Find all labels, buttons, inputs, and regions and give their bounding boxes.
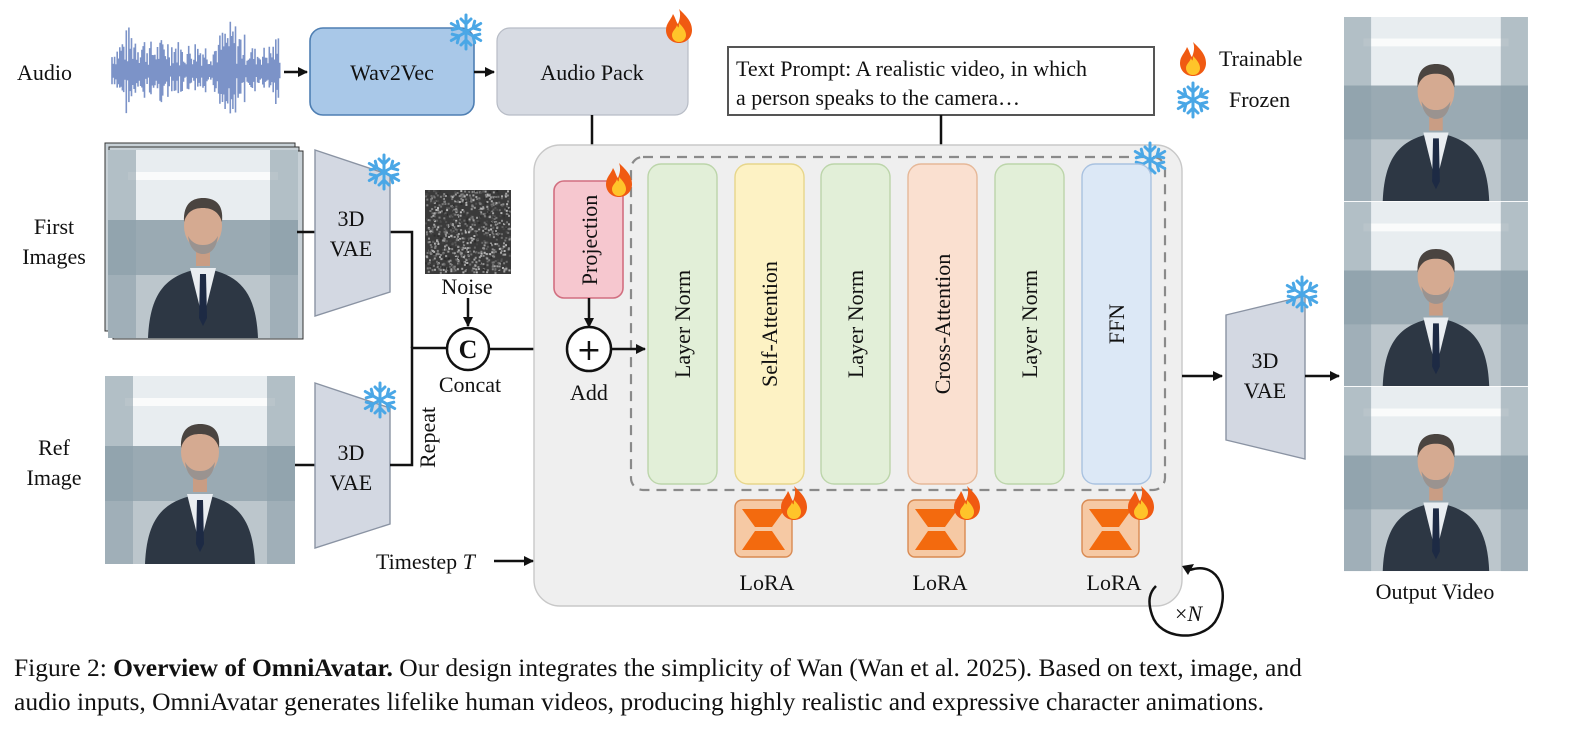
lora-label-2: LoRA <box>913 570 968 595</box>
vae-decoder-line1: 3D <box>1252 348 1279 373</box>
add-label: Add <box>570 380 608 405</box>
lora-ffn <box>1081 486 1154 558</box>
figure-caption: Figure 2: Overview of OmniAvatar. Our de… <box>14 651 1574 719</box>
legend-trainable: Trainable <box>1219 46 1303 71</box>
audio-label: Audio <box>17 60 72 85</box>
lora-label-1: LoRA <box>740 570 795 595</box>
ref-image-person-photo <box>105 376 295 564</box>
first-images-stack <box>104 142 304 340</box>
layer-norm-1-label: Layer Norm <box>670 270 695 378</box>
lora-self-attention <box>734 486 807 558</box>
frozen-layers-group <box>629 155 1167 492</box>
legend-frozen: Frozen <box>1229 87 1290 112</box>
caption-prefix: Figure 2: <box>14 653 114 682</box>
ffn-box <box>1081 163 1152 485</box>
noise-texture <box>425 190 511 274</box>
legend-trainable-flame-icon <box>1180 42 1206 76</box>
add-symbol: + <box>576 333 601 368</box>
repeat-loop-arrow <box>1148 567 1224 637</box>
lora-cross-attention <box>907 486 980 558</box>
text-prompt-line1: Text Prompt: A realistic video, in which <box>736 56 1087 81</box>
layer-norm-3-box <box>994 163 1065 485</box>
projection-label: Projection <box>577 195 602 285</box>
vae-decoder <box>1225 295 1306 460</box>
caption-title: Overview of OmniAvatar. <box>113 653 393 682</box>
omniavatar-diagram: Audio Wav2Vec Audio Pack Text Prompt: A … <box>17 9 1528 637</box>
self-attention-box <box>734 163 805 485</box>
legend-frozen-snowflake-icon <box>1176 81 1210 119</box>
audio-pack-label: Audio Pack <box>540 60 643 85</box>
noise-label: Noise <box>441 274 492 299</box>
first-images-label-2: Images <box>22 244 86 269</box>
vae-decoder-line2: VAE <box>1244 378 1286 403</box>
layer-norm-2-label: Layer Norm <box>843 270 868 378</box>
output-video-frames <box>1344 17 1528 572</box>
vae-encoder-first-line1: 3D <box>338 206 365 231</box>
ffn-label: FFN <box>1104 304 1129 344</box>
output-video-label: Output Video <box>1376 579 1495 604</box>
caption-line2: audio inputs, OmniAvatar generates lifel… <box>14 687 1265 716</box>
first-images-label-1: First <box>34 214 74 239</box>
cross-attention-box <box>907 163 978 485</box>
repeat-label: Repeat <box>415 407 440 468</box>
wav2vec-label: Wav2Vec <box>350 60 434 85</box>
timestep-label: Timestep T <box>376 549 477 574</box>
text-prompt-line2: a person speaks to the camera… <box>736 85 1020 110</box>
vae-encoder-first <box>314 149 391 317</box>
vae-encoder-ref-line2: VAE <box>330 470 372 495</box>
ref-image-label-1: Ref <box>38 435 70 460</box>
vae-encoder-first-line2: VAE <box>330 236 372 261</box>
text-prompt-box <box>727 46 1155 116</box>
vae-encoder-ref-line1: 3D <box>338 440 365 465</box>
concat-symbol: C <box>459 335 478 364</box>
times-n-label: ×N <box>1175 601 1203 626</box>
lora-label-3: LoRA <box>1087 570 1142 595</box>
audio-pack-trainable-flame-icon <box>666 9 692 43</box>
output-frame-2-photo <box>1344 202 1528 387</box>
layer-norm-3-label: Layer Norm <box>1017 270 1042 378</box>
ref-image-label-2: Image <box>27 465 82 490</box>
layer-norm-1-box <box>647 163 718 485</box>
caption-line1: Our design integrates the simplicity of … <box>392 653 1302 682</box>
output-frame-1-photo <box>1344 17 1528 202</box>
first-image-person-photo <box>108 150 298 338</box>
layer-norm-2-box <box>820 163 891 485</box>
output-frame-3-photo <box>1344 387 1528 572</box>
concat-label: Concat <box>439 372 501 397</box>
audio-waveform <box>111 21 281 114</box>
vae-encoder-ref <box>314 382 391 549</box>
self-attention-label: Self-Attention <box>757 261 782 387</box>
cross-attention-label: Cross-Attention <box>930 254 955 395</box>
